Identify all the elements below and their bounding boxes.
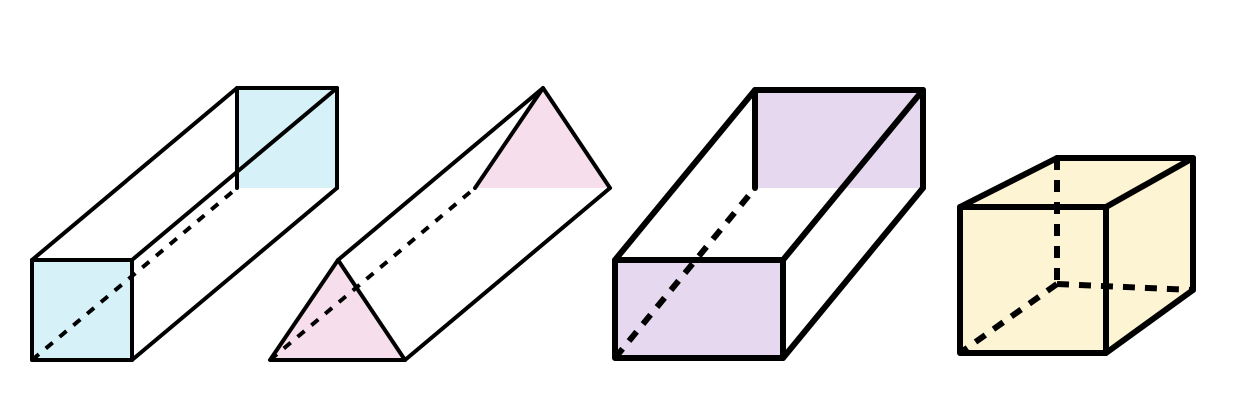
rectangular-prism-edge [612,87,758,263]
square-prism-back-face [237,88,337,188]
square-prism [30,86,339,362]
cube-hidden-edge [1056,281,1194,293]
triangular-prism-back-face [475,88,610,188]
cube-edge [1103,287,1196,356]
square-prism-back-outline [235,86,339,190]
rectangular-prism-hidden-edge [612,186,758,360]
square-prism-edge [130,186,339,362]
rectangular-prism-front-face [615,260,783,358]
cube-edge [1103,155,1196,210]
rectangular-prism-edge [780,87,926,263]
rectangular-prism-edge [780,185,926,361]
square-prism-front-face [32,260,132,360]
rectangular-prism [612,87,926,361]
rectangular-prism-back-face [755,90,923,188]
triangular-prism [268,86,612,362]
cube [957,155,1196,356]
rectangular-prism-back-outline [752,87,926,191]
cube-edge [957,155,1060,210]
triangular-prism-front-face [270,260,405,360]
square-prism-hidden-edge [30,186,239,362]
triangular-prism-hidden-edge [268,186,477,362]
triangular-prism-edge [336,86,545,262]
triangular-prism-front-outline [268,258,407,362]
square-prism-edge [30,86,239,262]
square-prism-edge [130,86,339,262]
cube-hidden-edge [958,281,1059,356]
triangular-prism-edge [403,186,612,362]
